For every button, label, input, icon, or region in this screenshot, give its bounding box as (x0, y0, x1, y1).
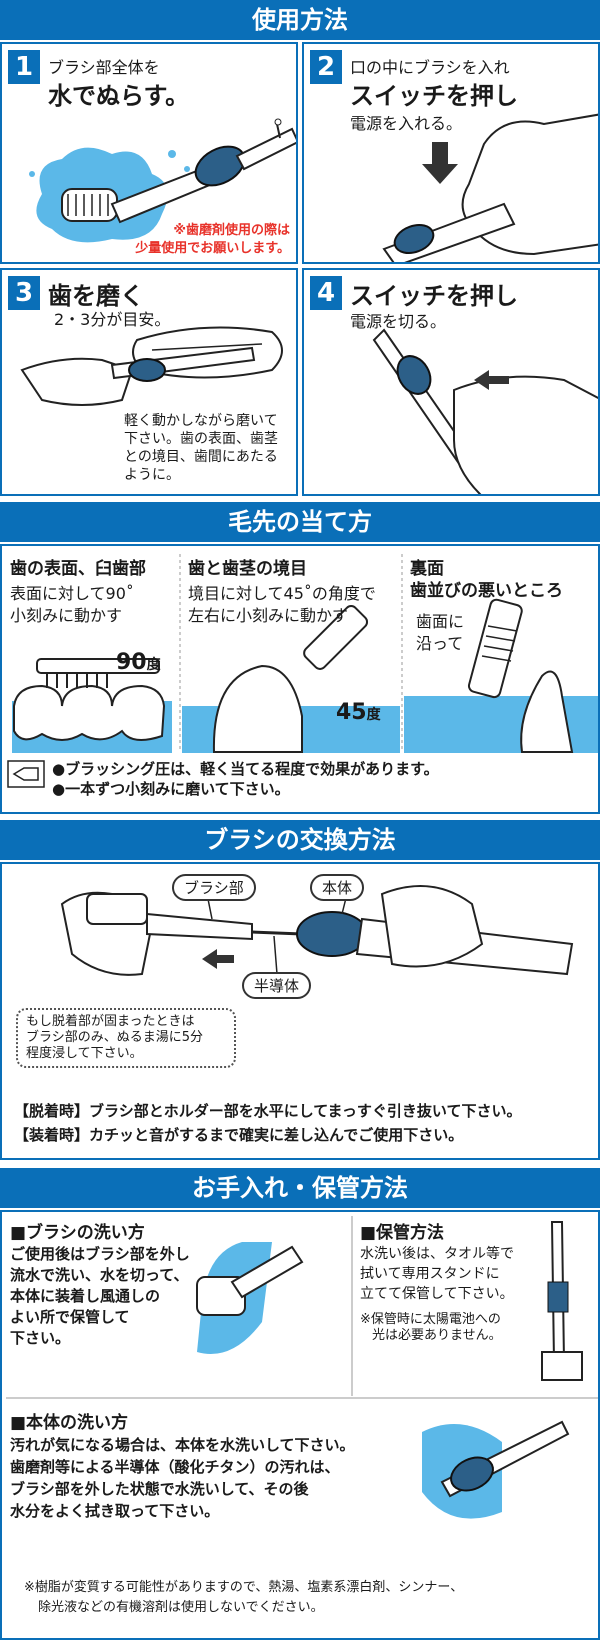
step-number: 3 (8, 276, 40, 310)
step-3-panel: 3 歯を磨く 2・3分が目安。 軽く動かしながら磨いて 下さい。歯の表面、歯茎 … (0, 268, 298, 496)
text-line: 本体に装着し風通しの (10, 1287, 161, 1305)
brush-wash-text: ご使用後はブラシ部を外し 流水で洗い、水を切って、 本体に装着し風通しの よい所… (10, 1244, 190, 1349)
text-line: 汚れが気になる場合は、本体を水洗いして下さい。 (10, 1436, 355, 1454)
section-care-header: お手入れ・保管方法 (0, 1168, 600, 1208)
tip-line: ●ブラッシング圧は、軽く当てる程度で効果があります。 (52, 760, 439, 778)
degree-value: 45 (336, 700, 367, 725)
warning-line: ※樹脂が変質する可能性がありますので、熱湯、塩素系漂白剤、シンナー、 (24, 1580, 464, 1595)
switch-on-illustration (382, 113, 598, 262)
care-illustrations (6, 1216, 598, 1519)
section-exchange-header: ブラシの交換方法 (0, 820, 600, 860)
step-4-panel: 4 スイッチを押し 電源を切る。 (302, 268, 600, 496)
angle-panel: 歯の表面、臼歯部 表面に対して90˚ 小刻みに動かす 90度 歯と歯茎の境目 境… (0, 544, 600, 814)
section-usage-header: 使用方法 (0, 0, 600, 40)
step-3-line1: 歯を磨く (48, 282, 144, 310)
section-angle-header: 毛先の当て方 (0, 502, 600, 542)
step-3-line2: 2・3分が目安。 (54, 310, 171, 329)
desc-line: 下さい。歯の表面、歯茎 (124, 431, 278, 447)
care-panel: ■ブラシの洗い方 ご使用後はブラシ部を外し 流水で洗い、水を切って、 本体に装着… (0, 1210, 600, 1640)
note-line: 程度浸して下さい。 (26, 1046, 143, 1061)
text-line: 水洗い後は、タオル等で (360, 1246, 514, 1262)
warning-text: ※樹脂が変質する可能性がありますので、熱湯、塩素系漂白剤、シンナー、 除光液など… (24, 1578, 463, 1618)
switch-off-illustration (372, 328, 598, 494)
desc-line: 軽く動かしながら磨いて (124, 413, 278, 429)
angle-1-degree: 90度 (116, 650, 161, 675)
step-2-panel: 2 口の中にブラシを入れ スイッチを押し 電源を入れる。 (302, 42, 600, 264)
text-line: 歯磨剤等による半導体（酸化チタン）の汚れは、 (10, 1458, 340, 1476)
angle-1-desc1: 表面に対して90˚ (10, 584, 134, 603)
storage-note: ※保管時に太陽電池への 光は必要ありません。 (360, 1312, 502, 1344)
detach-instruction: 【脱着時】ブラシ部とホルダー部を水平にしてまっすぐ引き抜いて下さい。 (14, 1102, 522, 1120)
attach-instruction: 【装着時】カチッと音がするまで確実に差し込んでご使用下さい。 (14, 1126, 464, 1144)
exchange-panel: ブラシ部 本体 半導体 もし脱着部が固まったときは ブラシ部のみ、ぬるま湯に5分… (0, 862, 600, 1160)
storage-text: 水洗い後は、タオル等で 拭いて専用スタンドに 立てて保管して下さい。 (360, 1244, 514, 1304)
label-semiconductor: 半導体 (242, 972, 312, 999)
step-2-line3: 電源を入れる。 (350, 114, 463, 133)
desc-line: との境目、歯間にあたる (124, 449, 278, 465)
text-line: 流水で洗い、水を切って、 (10, 1266, 189, 1284)
note-line: ※保管時に太陽電池への (360, 1312, 501, 1327)
note-line: 光は必要ありません。 (372, 1328, 502, 1343)
angle-3-title1: 裏面 (410, 559, 444, 579)
step-2-line1: 口の中にブラシを入れ (350, 58, 510, 77)
brushing-illustration (20, 326, 283, 406)
step-1-note1: ※歯磨剤使用の際は (173, 223, 290, 238)
label-brush-part: ブラシ部 (172, 874, 256, 901)
note-line: もし脱着部が固まったときは (26, 1014, 195, 1029)
step-4-line1: スイッチを押し (350, 282, 518, 310)
step-number: 4 (310, 276, 342, 310)
angle-1-title: 歯の表面、臼歯部 (10, 559, 146, 579)
step-1-note2: 少量使用でお願いします。 (135, 241, 290, 256)
text-line: 水分をよく拭き取って下さい。 (10, 1502, 220, 1520)
step-1-panel: 1 ブラシ部全体を 水でぬらす。 ※歯磨剤使用の際は 少量使用でお願いします。 (0, 42, 298, 264)
step-1-line2: 水でぬらす。 (48, 82, 190, 110)
note-line: ブラシ部のみ、ぬるま湯に5分 (26, 1030, 204, 1045)
text-line: よい所で保管して (10, 1308, 130, 1326)
degree-unit: 度 (146, 657, 161, 673)
angle-3-title2: 歯並びの悪いところ (410, 581, 563, 601)
wet-brush-illustration (29, 118, 296, 243)
degree-unit: 度 (366, 707, 381, 723)
step-number: 1 (8, 50, 40, 84)
warning-line: 除光液などの有機溶剤は使用しないでください。 (38, 1600, 324, 1615)
text-line: 下さい。 (10, 1329, 71, 1347)
storage-title: ■保管方法 (360, 1223, 445, 1243)
step-3-desc: 軽く動かしながら磨いて 下さい。歯の表面、歯茎 との境目、歯間にあたる ように。 (124, 412, 278, 484)
desc-line: ように。 (124, 467, 180, 483)
step-2-line2: スイッチを押し (350, 82, 518, 110)
brush-wash-title: ■ブラシの洗い方 (10, 1223, 145, 1243)
angle-2-desc2: 左右に小刻みに動かす (188, 606, 349, 625)
step-1-line1: ブラシ部全体を (48, 58, 160, 77)
angle-2-degree: 45度 (336, 700, 381, 725)
text-line: ご使用後はブラシ部を外し (10, 1245, 190, 1263)
angle-tips: ●ブラッシング圧は、軽く当てる程度で効果があります。 ●一本ずつ小刻みに磨いて下… (52, 759, 439, 799)
step-4-line2: 電源を切る。 (350, 312, 447, 331)
degree-value: 90 (116, 650, 147, 675)
tip-line: ●一本ずつ小刻みに磨いて下さい。 (52, 780, 290, 798)
text-line: 立てて保管して下さい。 (360, 1286, 514, 1302)
step-number: 2 (310, 50, 342, 84)
text-line: ブラシ部を外した状態で水洗いして、その後 (10, 1480, 309, 1498)
text-line: 拭いて専用スタンドに (360, 1266, 500, 1282)
angle-3-desc2: 沿って (416, 634, 464, 653)
angle-1-desc2: 小刻みに動かす (10, 606, 123, 625)
angle-illustrations (7, 554, 598, 788)
body-wash-text: 汚れが気になる場合は、本体を水洗いして下さい。 歯磨剤等による半導体（酸化チタン… (10, 1434, 355, 1522)
label-body: 本体 (310, 874, 365, 901)
angle-2-title: 歯と歯茎の境目 (188, 559, 307, 579)
angle-3-desc1: 歯面に (416, 612, 465, 631)
brush-exchange-illustration (60, 885, 574, 976)
dotted-note: もし脱着部が固まったときは ブラシ部のみ、ぬるま湯に5分 程度浸して下さい。 (16, 1008, 236, 1068)
angle-2-desc1: 境目に対して45˚の角度で (188, 584, 376, 603)
body-wash-title: ■本体の洗い方 (10, 1413, 129, 1433)
